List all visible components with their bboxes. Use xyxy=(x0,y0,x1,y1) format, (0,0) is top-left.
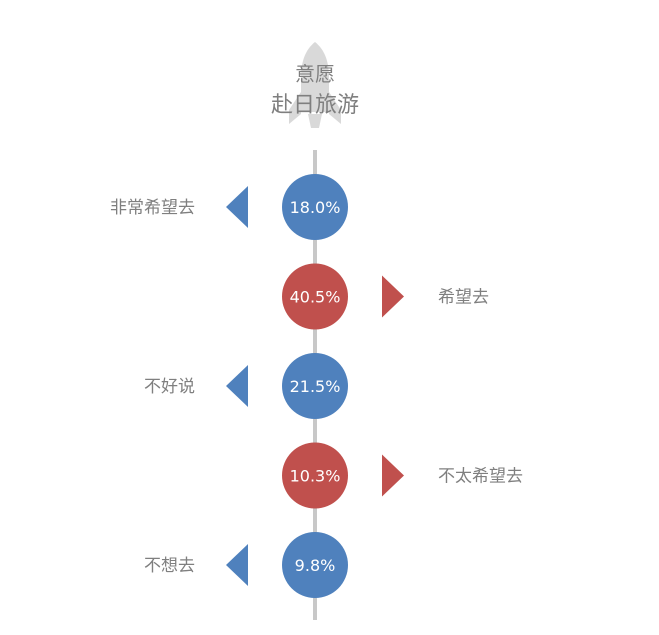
rocket-icon xyxy=(289,42,341,128)
timeline-item: 10.3% 不太希望去 xyxy=(282,442,523,509)
pointer-left-icon xyxy=(226,544,248,586)
value-label: 9.8% xyxy=(295,556,336,575)
value-bubble xyxy=(282,532,348,598)
category-label: 希望去 xyxy=(438,288,489,308)
value-bubble xyxy=(282,263,348,330)
pointer-left-icon xyxy=(226,365,248,407)
value-label: 10.3% xyxy=(290,467,341,486)
category-label: 不想去 xyxy=(144,556,195,576)
timeline-item: 18.0% 非常希望去 xyxy=(110,174,348,240)
value-label: 21.5% xyxy=(290,377,341,396)
timeline-item: 21.5% 不好说 xyxy=(144,353,348,419)
category-label: 不好说 xyxy=(144,377,195,397)
value-bubble xyxy=(282,353,348,419)
timeline-item: 9.8% 不想去 xyxy=(144,532,348,598)
pointer-right-icon xyxy=(382,275,404,318)
value-bubble xyxy=(282,442,348,509)
category-label: 非常希望去 xyxy=(110,198,195,218)
category-label: 不太希望去 xyxy=(438,467,523,487)
timeline-item: 40.5% 希望去 xyxy=(282,263,489,330)
value-label: 18.0% xyxy=(290,198,341,217)
chart-title-line-2: 赴日旅游 xyxy=(271,93,359,118)
value-bubble xyxy=(282,174,348,240)
timeline-items: 18.0% 非常希望去 40.5% 希望去 21.5% 不好说 10.3% 不太希望去 9.8%… xyxy=(110,174,523,598)
pointer-left-icon xyxy=(226,186,248,228)
chart-title-line-1: 意愿 xyxy=(295,62,335,86)
value-label: 40.5% xyxy=(290,288,341,307)
pointer-right-icon xyxy=(382,454,404,497)
